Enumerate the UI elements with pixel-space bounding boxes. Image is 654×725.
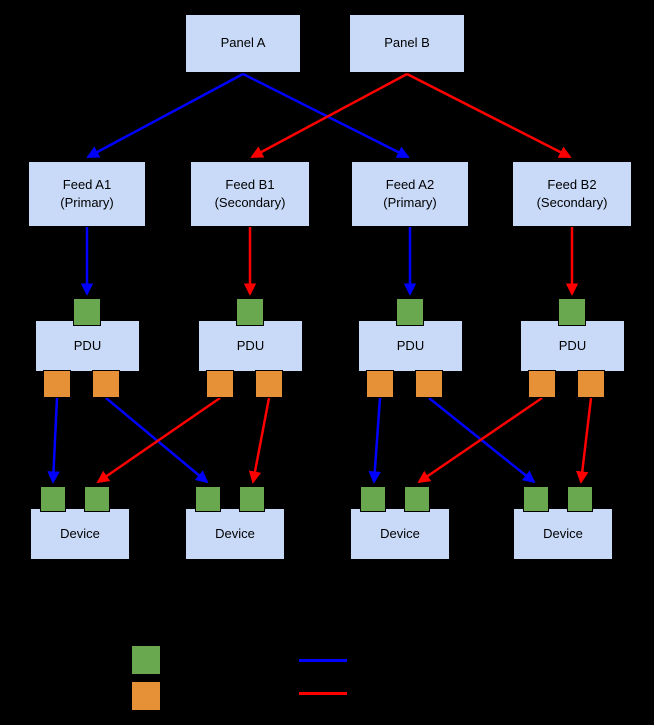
device-3-box: Device — [350, 508, 450, 560]
pdu-4-box: PDU — [520, 320, 625, 372]
arrow-pdu-2-to-device-2 — [248, 397, 271, 484]
device-1-input-port-left — [40, 486, 66, 512]
panel-b-label: Panel B — [384, 35, 430, 51]
pdu-3-output-port-right — [415, 370, 443, 398]
device-3-input-port-right — [404, 486, 430, 512]
feed-a1-box: Feed A1 (Primary) — [28, 161, 146, 227]
pdu-3-label: PDU — [396, 337, 425, 353]
feed-b1-role: (Secondary) — [214, 195, 286, 210]
legend-output-port-swatch — [131, 681, 161, 711]
legend-primary-path-line — [299, 659, 347, 662]
feed-b1-box: Feed B1 (Secondary) — [190, 161, 310, 227]
device-4-input-port-right — [567, 486, 593, 512]
arrow-panel-b-to-feed-b2 — [406, 72, 572, 159]
arrow-pdu-2-to-device-1 — [96, 396, 221, 484]
feed-b2-name: Feed B2 — [547, 176, 597, 192]
device-2-input-port-right — [239, 486, 265, 512]
device-3-input-port-left — [360, 486, 386, 512]
pdu-3-input-port — [396, 298, 424, 326]
pdu-2-output-port-right — [255, 370, 283, 398]
pdu-3-box: PDU — [358, 320, 463, 372]
feed-a1-name: Feed A1 — [62, 176, 112, 192]
arrow-panel-a-to-feed-a1 — [86, 72, 244, 159]
device-4-input-port-left — [523, 486, 549, 512]
device-2-label: Device — [215, 525, 255, 541]
pdu-1-output-port-left — [43, 370, 71, 398]
pdu-1-box: PDU — [35, 320, 140, 372]
pdu-1-output-port-right — [92, 370, 120, 398]
pdu-4-output-port-left — [528, 370, 556, 398]
legend-secondary-path-line — [299, 692, 347, 695]
device-1-label: Device — [60, 525, 100, 541]
pdu-4-input-port — [558, 298, 586, 326]
panel-b-box: Panel B — [349, 14, 465, 73]
pdu-2-output-port-left — [206, 370, 234, 398]
feed-b2-box: Feed B2 (Secondary) — [512, 161, 632, 227]
feed-a2-box: Feed A2 (Primary) — [351, 161, 469, 227]
legend-input-port-swatch — [131, 645, 161, 675]
arrow-pdu-4-to-device-4 — [576, 397, 593, 484]
device-4-label: Device — [543, 525, 583, 541]
pdu-4-label: PDU — [558, 337, 587, 353]
pdu-2-input-port — [236, 298, 264, 326]
pdu-1-input-port — [73, 298, 101, 326]
arrow-panel-a-to-feed-a2 — [242, 72, 410, 159]
feed-a2-role: (Primary) — [383, 195, 437, 210]
feed-b1-name: Feed B1 — [225, 176, 275, 192]
device-2-input-port-left — [195, 486, 221, 512]
arrow-pdu-3-to-device-3 — [368, 397, 382, 484]
panel-a-label: Panel A — [220, 35, 266, 51]
device-1-box: Device — [30, 508, 130, 560]
device-3-label: Device — [380, 525, 420, 541]
feed-b2-role: (Secondary) — [536, 195, 608, 210]
device-4-box: Device — [513, 508, 613, 560]
arrow-panel-b-to-feed-b1 — [250, 72, 408, 159]
pdu-1-label: PDU — [73, 337, 102, 353]
feed-a1-role: (Primary) — [60, 195, 114, 210]
device-2-box: Device — [185, 508, 285, 560]
panel-a-box: Panel A — [185, 14, 301, 73]
arrow-pdu-4-to-device-3 — [417, 396, 543, 484]
device-1-input-port-right — [84, 486, 110, 512]
arrow-pdu-1-to-device-2 — [105, 397, 209, 484]
pdu-4-output-port-right — [577, 370, 605, 398]
pdu-2-box: PDU — [198, 320, 303, 372]
feed-a2-name: Feed A2 — [385, 176, 435, 192]
arrow-pdu-1-to-device-1 — [47, 397, 60, 484]
pdu-3-output-port-left — [366, 370, 394, 398]
pdu-2-label: PDU — [236, 337, 265, 353]
